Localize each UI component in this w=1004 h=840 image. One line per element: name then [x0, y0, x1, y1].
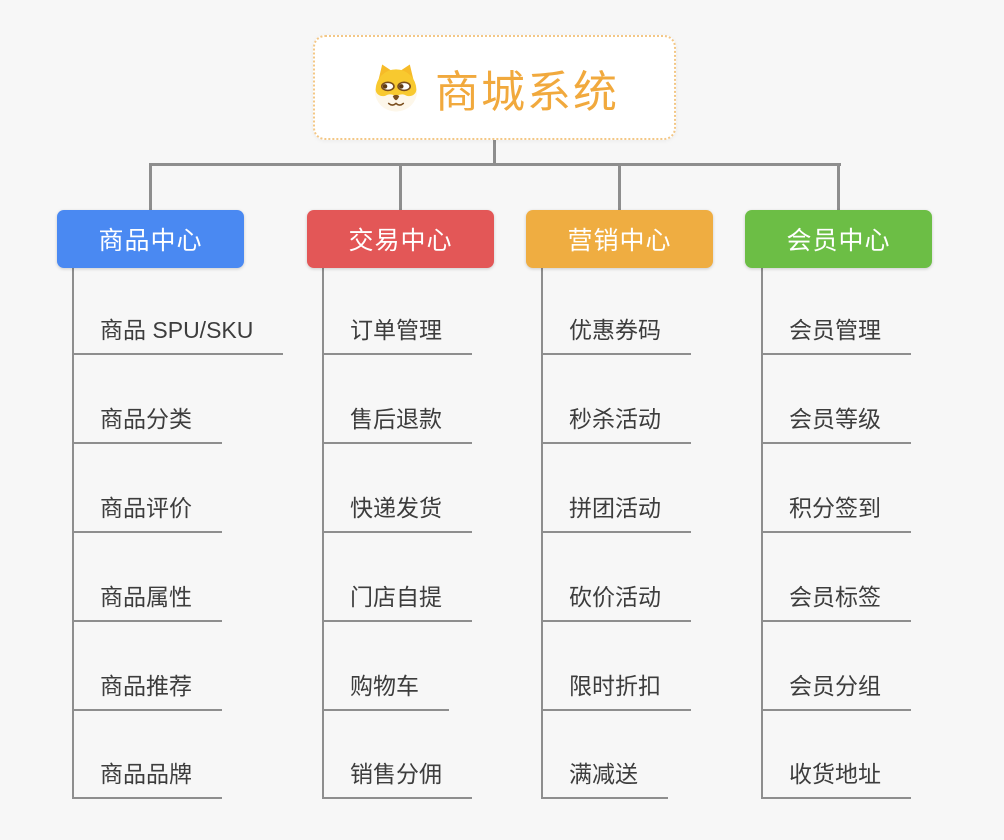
connector-line	[493, 140, 496, 166]
connector-line	[837, 163, 840, 210]
child-topic[interactable]: 满减送	[541, 757, 668, 799]
child-topic[interactable]: 售后退款	[322, 402, 472, 444]
branch-topic-member-center[interactable]: 会员中心	[745, 210, 932, 268]
connector-line	[618, 163, 621, 210]
child-topic[interactable]: 快递发货	[322, 491, 472, 533]
connector-line	[149, 163, 152, 210]
child-topic[interactable]: 限时折扣	[541, 669, 691, 711]
branch-topic-label: 商品中心	[98, 227, 203, 255]
child-topic[interactable]: 商品评价	[72, 491, 222, 533]
branch-trunk-line	[541, 268, 543, 799]
child-topic[interactable]: 会员管理	[761, 313, 911, 355]
child-topic[interactable]: 商品推荐	[72, 669, 222, 711]
child-topic[interactable]: 秒杀活动	[541, 402, 691, 444]
branch-topic-marketing-center[interactable]: 营销中心	[526, 210, 713, 268]
child-topic[interactable]: 销售分佣	[322, 757, 472, 799]
child-topic[interactable]: 门店自提	[322, 580, 472, 622]
child-topic[interactable]: 砍价活动	[541, 580, 691, 622]
child-topic[interactable]: 商品品牌	[72, 757, 222, 799]
branch-trunk-line	[761, 268, 763, 799]
connector-line	[399, 163, 402, 210]
child-topic[interactable]: 商品属性	[72, 580, 222, 622]
shiba-dog-icon	[374, 63, 418, 112]
root-topic-title: 商城系统	[435, 67, 619, 117]
root-topic[interactable]: 商城系统	[313, 35, 676, 140]
child-topic[interactable]: 会员分组	[761, 669, 911, 711]
branch-topic-label: 会员中心	[786, 227, 891, 255]
child-topic[interactable]: 购物车	[322, 669, 449, 711]
child-topic[interactable]: 商品 SPU/SKU	[72, 313, 284, 355]
branch-trunk-line	[322, 268, 324, 799]
child-topic[interactable]: 积分签到	[761, 491, 911, 533]
branch-topic-trade-center[interactable]: 交易中心	[307, 210, 494, 268]
child-topic[interactable]: 商品分类	[72, 402, 222, 444]
branch-topic-label: 交易中心	[348, 227, 453, 255]
branch-trunk-line	[72, 268, 74, 799]
child-topic[interactable]: 拼团活动	[541, 491, 691, 533]
branch-topic-label: 营销中心	[567, 227, 672, 255]
child-topic[interactable]: 优惠券码	[541, 313, 691, 355]
branch-topic-product-center[interactable]: 商品中心	[57, 210, 244, 268]
connector-line	[149, 163, 841, 166]
child-topic[interactable]: 收货地址	[761, 757, 911, 799]
child-topic[interactable]: 会员标签	[761, 580, 911, 622]
child-topic[interactable]: 订单管理	[322, 313, 472, 355]
child-topic[interactable]: 会员等级	[761, 402, 911, 444]
